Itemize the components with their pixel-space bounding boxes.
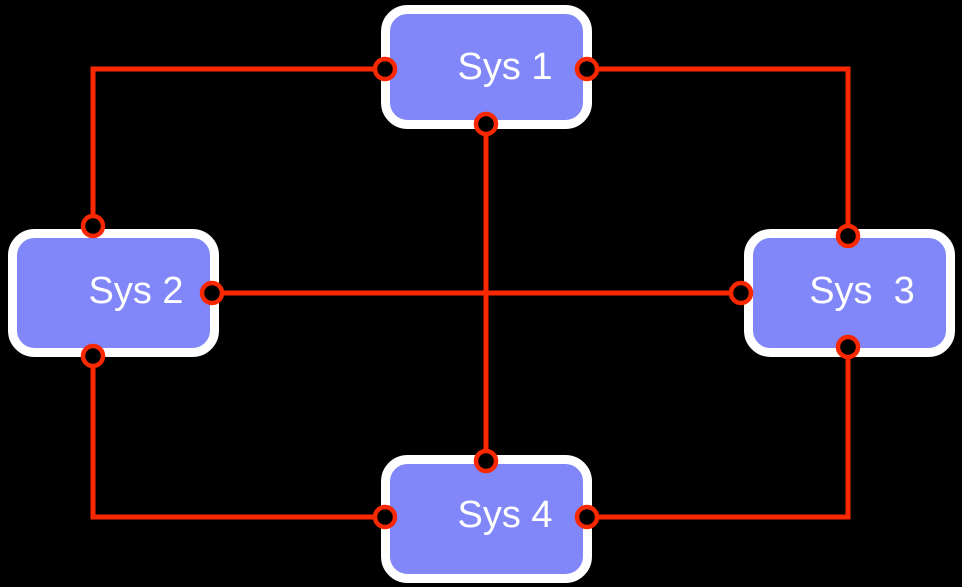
block-label: Sys 4 (457, 494, 552, 536)
port-sys1-bottom[interactable] (473, 111, 499, 137)
signal-line[interactable] (90, 366, 375, 520)
block-label: Sys 2 (88, 270, 183, 312)
port-sys1-left[interactable] (372, 56, 398, 82)
port-sys4-right[interactable] (574, 504, 600, 530)
ports-layer (80, 56, 861, 530)
port-sys3-left[interactable] (728, 280, 754, 306)
port-sys4-top[interactable] (473, 448, 499, 474)
block-sys1[interactable]: Sys 1 (381, 5, 592, 129)
signal-line[interactable] (90, 66, 375, 216)
block-sys2[interactable]: Sys 2 (8, 229, 219, 357)
connections-layer (90, 66, 851, 520)
port-sys2-right[interactable] (199, 280, 225, 306)
block-label: Sys 1 (457, 46, 552, 88)
port-sys3-top[interactable] (835, 223, 861, 249)
port-sys4-left[interactable] (372, 504, 398, 530)
port-sys3-bottom[interactable] (835, 334, 861, 360)
block-sys3[interactable]: Sys 3 (744, 229, 955, 357)
signal-line[interactable] (597, 357, 851, 520)
signal-line[interactable] (597, 66, 851, 226)
block-sys4[interactable]: Sys 4 (381, 455, 592, 583)
port-sys2-top[interactable] (80, 213, 106, 239)
port-sys2-bottom[interactable] (80, 343, 106, 369)
block-label: Sys 3 (809, 270, 915, 312)
port-sys1-right[interactable] (574, 56, 600, 82)
